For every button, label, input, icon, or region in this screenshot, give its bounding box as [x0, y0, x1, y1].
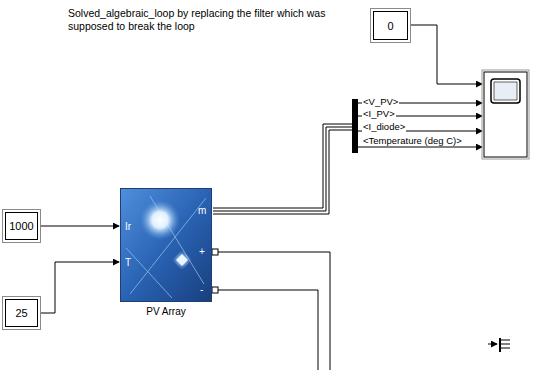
scope-outline	[482, 70, 529, 159]
bus-wire	[213, 124, 352, 214]
partial-block	[488, 338, 510, 352]
constant-value: 1000	[9, 220, 33, 232]
bus-selector	[352, 99, 358, 153]
signal-connector	[39, 262, 119, 313]
signal-name: <I_PV>	[362, 109, 396, 119]
signal-wire	[358, 103, 482, 147]
port-label: Ir	[125, 221, 131, 232]
scope-screen	[491, 79, 520, 103]
port-label: m	[198, 205, 206, 216]
terminal	[212, 287, 218, 293]
constant-block: 25	[5, 299, 38, 327]
power-wire	[216, 252, 330, 370]
pv-array-block: IrTm+-PV Array	[120, 188, 212, 302]
signal-name: <V_PV>	[362, 97, 399, 107]
port-label: -	[200, 284, 203, 295]
scope-screen-inner	[494, 82, 517, 100]
block-name: PV Array	[146, 306, 185, 317]
constant-value: 25	[15, 307, 27, 319]
signal-name: <I_diode>	[362, 122, 406, 132]
constant-value: 0	[387, 20, 393, 32]
signal-name: <Temperature (deg C)>	[362, 136, 463, 146]
terminal	[212, 249, 218, 255]
port-label: +	[199, 246, 205, 257]
signal-wire	[409, 25, 482, 84]
annotation-note: Solved_algebraic_loop by replacing the f…	[68, 7, 358, 33]
signal-connector	[39, 226, 119, 227]
port-label: T	[125, 257, 131, 268]
constant-block: 0	[373, 11, 408, 40]
scope-block	[484, 72, 527, 157]
constant-block: 1000	[5, 212, 38, 240]
